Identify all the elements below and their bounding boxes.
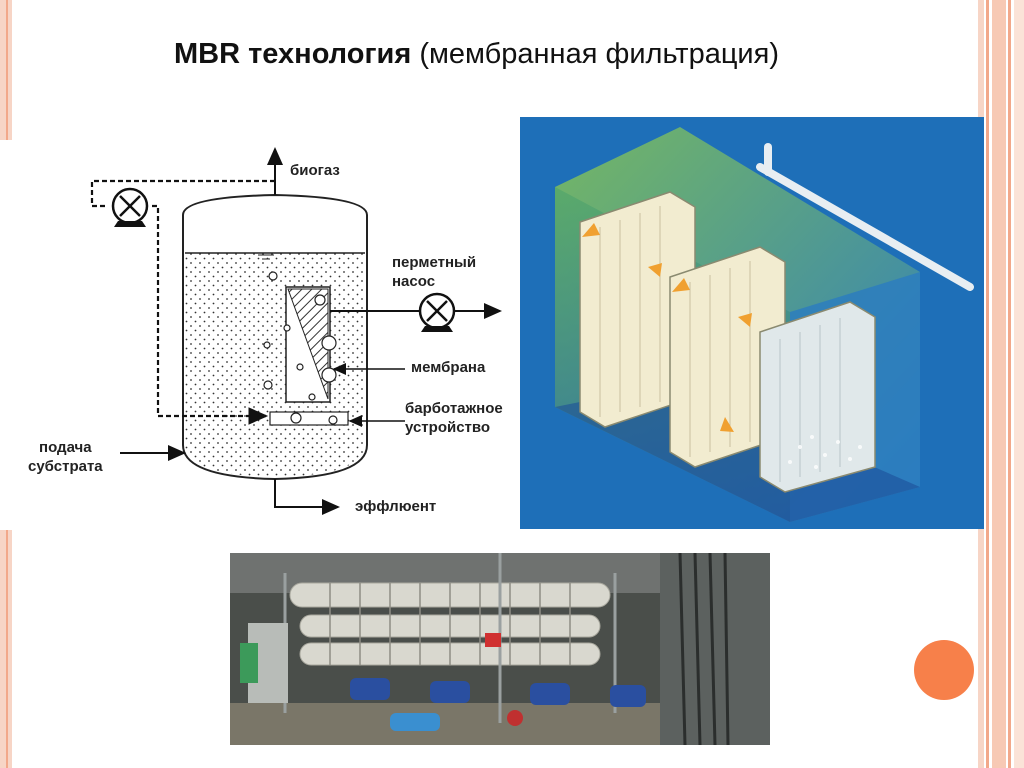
reactor-liquid [185, 253, 365, 477]
permeate-pump-icon [418, 292, 456, 332]
decorative-circle [914, 640, 974, 700]
label-feed-line1: подача [39, 439, 92, 456]
slide-title-bold: MBR технология [174, 38, 412, 70]
label-aerator-line2: устройство [405, 419, 491, 436]
diagram-drawing [90, 147, 502, 515]
membrane-tank-rendering [520, 117, 984, 529]
label-aerator-line1: барботажное [405, 400, 503, 417]
aerator [269, 411, 349, 426]
label-aerator: барботажное устройство [405, 399, 503, 437]
slide-title-rest: (мембранная фильтрация) [411, 38, 779, 70]
label-biogas: биогаз [290, 162, 340, 179]
label-effluent: эффлюент [355, 498, 437, 515]
label-feed-line2: субстрата [28, 458, 103, 475]
gas-recirculation-line [90, 179, 275, 208]
frame-left-bottom [0, 530, 12, 768]
label-permeate-pump-line2: насос [392, 273, 436, 290]
slide-title: MBR технология (мембранная фильтрация) [174, 38, 779, 71]
frame-left-top [0, 0, 12, 140]
label-permeate-pump: перметный насос [392, 253, 476, 291]
label-permeate-pump-line1: перметный [392, 254, 477, 271]
label-membrane: мембрана [411, 359, 486, 376]
rendering-drawing [520, 117, 984, 529]
membrane-modules [579, 191, 876, 493]
mbr-process-diagram: биогаз перметный насос мембрана барботаж… [0, 135, 520, 530]
frame-right [978, 0, 1024, 768]
mbr-installation-photo [230, 552, 770, 746]
label-feed: подача субстрата [28, 438, 103, 476]
compressor-icon [111, 187, 149, 227]
photo-drawing [230, 552, 770, 746]
